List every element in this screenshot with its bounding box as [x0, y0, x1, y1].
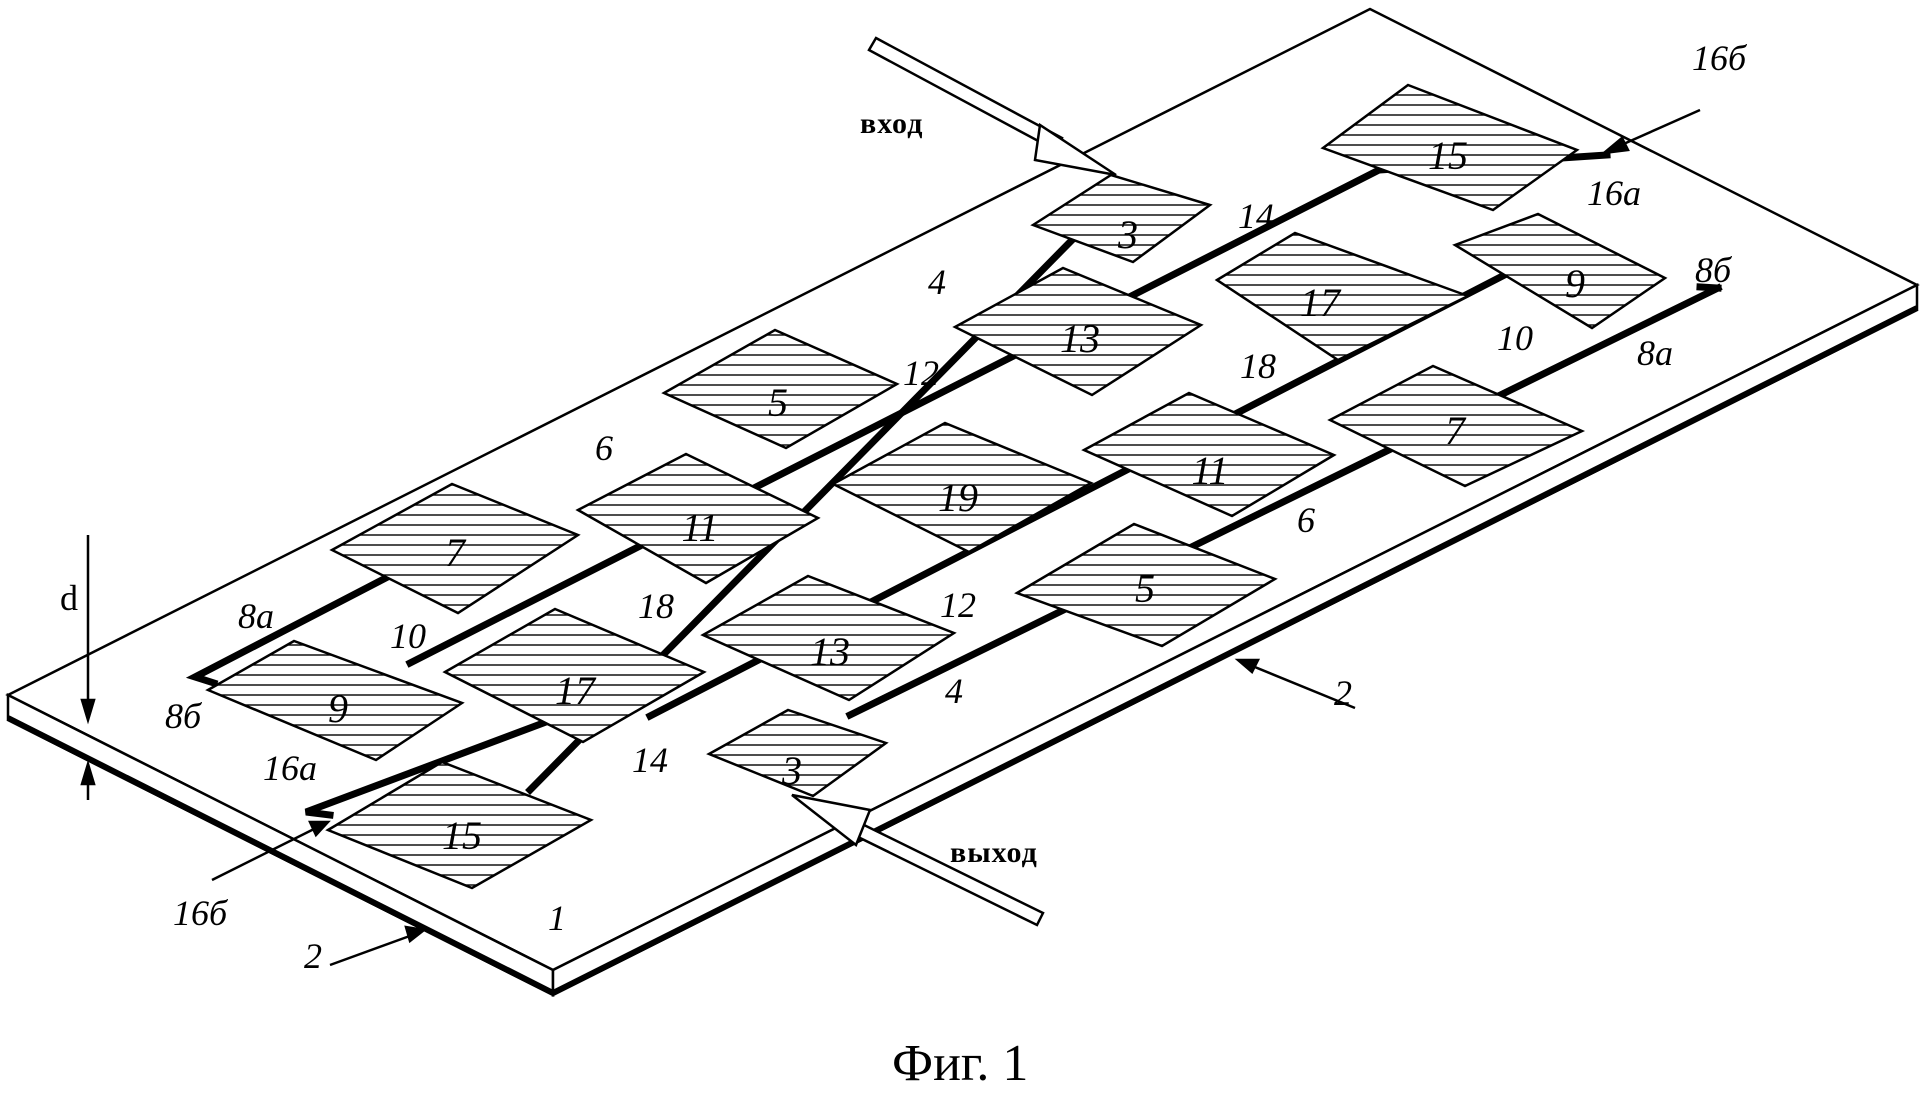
- leader-2-right: [1244, 661, 1356, 710]
- resonator-pad-17: [442, 607, 707, 744]
- pad-number: 7: [1445, 408, 1467, 453]
- resonator-pad-5: [1014, 522, 1278, 648]
- reference-labels: 12244668а8а8б8б10101212141416а16а16б16б1…: [165, 38, 1748, 976]
- resonator-pad-9: [1452, 212, 1668, 330]
- dimension-arrow-up: [80, 759, 96, 786]
- input-label: вход: [860, 107, 923, 140]
- ref-label: 12: [903, 353, 939, 393]
- ref-label: 4: [945, 671, 963, 711]
- pad-number: 3: [1117, 212, 1138, 257]
- pad-number: 15: [1428, 133, 1468, 178]
- resonator-pad-13: [700, 574, 957, 702]
- resonator-pad-3: [706, 708, 889, 798]
- pad-number: 17: [555, 668, 597, 713]
- ref-label: 14: [1238, 196, 1274, 236]
- pad-number: 13: [1060, 316, 1100, 361]
- resonator-pad-7: [1327, 364, 1586, 488]
- line-8b-right: [1696, 283, 1722, 292]
- ground-plane-front: [6, 715, 555, 996]
- pad-number: 9: [328, 686, 348, 731]
- resonator-pad-17: [1214, 231, 1472, 362]
- leader-16b-left: [211, 823, 323, 882]
- ref-label: 10: [390, 616, 426, 656]
- resonator-pad-3: [1030, 173, 1213, 264]
- ref-label: 16б: [1692, 38, 1748, 78]
- ref-label: 8б: [1695, 250, 1733, 290]
- ref-label: 8б: [165, 696, 203, 736]
- ref-label: 1: [548, 898, 566, 938]
- resonator-pad-15: [1320, 83, 1580, 212]
- resonator-pad-5: [661, 328, 900, 450]
- ref-label: 2: [1334, 673, 1352, 713]
- dimension-arrow-down: [80, 698, 96, 725]
- pad-number: 19: [938, 475, 978, 520]
- ref-label: 18: [638, 586, 674, 626]
- pad-number: 11: [681, 505, 718, 550]
- leader-2-right-head: [1234, 658, 1261, 674]
- leader-2-left: [329, 931, 419, 967]
- pad-number: 5: [768, 380, 788, 425]
- ground-plane-right: [551, 305, 1919, 996]
- figure-caption: Фиг. 1: [892, 1035, 1028, 1090]
- line-12-10-left-row: [405, 165, 1384, 668]
- output-arrow-head: [791, 793, 872, 848]
- resonator-pads: 3 5 7 9 11 13 15 17 19 11 13 17 9 7 5 3 15: [205, 83, 1668, 890]
- resonator-pad-9: [205, 639, 465, 762]
- line-6-8a-right-row: [845, 283, 1723, 720]
- line-16a-16b-left: [304, 705, 583, 819]
- ref-label: 16а: [1587, 173, 1641, 213]
- leader-2-left-head: [404, 925, 427, 944]
- pad-number: 15: [442, 813, 482, 858]
- resonator-pad-11: [575, 452, 821, 585]
- ref-label: 14: [632, 740, 668, 780]
- ref-label: 16б: [173, 893, 229, 933]
- ref-label: 16а: [263, 748, 317, 788]
- resonator-pad-11: [1081, 391, 1337, 518]
- ref-label: 2: [304, 936, 322, 976]
- ref-label: 8а: [1637, 333, 1673, 373]
- pad-number: 17: [1300, 280, 1342, 325]
- input-arrow-head: [1033, 122, 1117, 177]
- output-label: выход: [950, 836, 1038, 869]
- ref-label: 6: [595, 428, 613, 468]
- ref-label: 18: [1240, 346, 1276, 386]
- resonator-pad-19: [830, 421, 1094, 554]
- resonator-pad-7: [329, 482, 581, 615]
- input-arrow: вход: [860, 36, 1117, 177]
- ref-label: 4: [928, 262, 946, 302]
- resonator-pad-13: [952, 266, 1204, 397]
- pad-number: 9: [1565, 261, 1585, 306]
- ref-label: 12: [940, 585, 976, 625]
- pad-number: 3: [781, 748, 802, 793]
- line-8a-8b-left: [185, 550, 435, 688]
- ref-label: 6: [1297, 500, 1315, 540]
- leader-16b-right-head: [1599, 136, 1630, 155]
- pad-number: 5: [1135, 566, 1155, 611]
- pad-number: 7: [445, 530, 467, 575]
- thickness-dimension: d: [60, 535, 96, 800]
- leader-16b-left-head: [308, 820, 331, 838]
- output-arrow: выход: [791, 793, 1045, 927]
- leader-arrows: [211, 108, 1701, 967]
- dimension-label: d: [60, 578, 78, 618]
- pad-number: 13: [810, 629, 850, 674]
- resonator-pad-15: [325, 760, 594, 890]
- ref-label: 8а: [238, 596, 274, 636]
- ref-label: 10: [1497, 318, 1533, 358]
- pad-number: 11: [1191, 448, 1228, 493]
